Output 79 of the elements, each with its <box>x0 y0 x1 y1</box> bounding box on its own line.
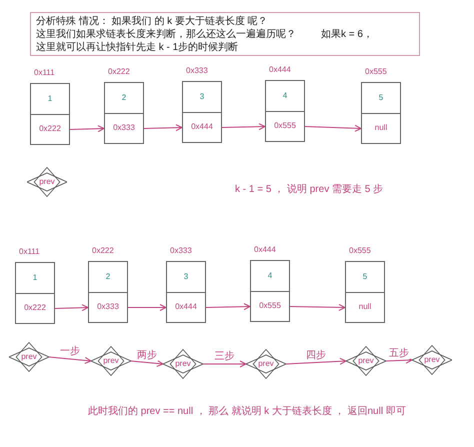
edge-label: 三步 <box>214 351 236 362</box>
note-text: 这里我们如果求链表长度来判断，那么还这么一遍遍历呢？ <box>36 28 296 41</box>
address-label: 0x444 <box>254 244 276 256</box>
pointer-diamond <box>163 349 203 379</box>
list-node-box <box>166 261 206 323</box>
node-value: 5 <box>362 270 368 283</box>
list-node-box <box>182 81 222 143</box>
node-value: 3 <box>184 270 188 283</box>
pointer-diamond <box>9 342 49 372</box>
next-address: 0x222 <box>24 302 46 314</box>
address-label: 0x222 <box>92 245 114 257</box>
pointer-label: prev <box>358 355 374 367</box>
node-value: 3 <box>200 90 204 103</box>
address-label: 0x222 <box>108 66 130 78</box>
next-address: null <box>358 301 372 314</box>
pointer-label: prev <box>424 354 440 366</box>
next-address: null <box>374 122 388 134</box>
list-node-box <box>345 261 385 323</box>
pointer-diamond <box>346 346 386 376</box>
note-text: 此时我们的 prev == null ， 那么 就说明 k 大于链表长度 ， 返回null 即可 <box>88 406 406 417</box>
list-node-box <box>265 80 305 142</box>
pointer-label: prev <box>258 358 274 370</box>
arrow <box>144 124 182 132</box>
address-label: 0x111 <box>34 67 55 79</box>
next-address: 0x333 <box>97 301 119 314</box>
pointer-label: prev <box>21 351 37 363</box>
pointer-diamond <box>91 346 131 376</box>
next-address: 0x555 <box>274 120 296 132</box>
node-value: 2 <box>106 270 110 283</box>
arrow <box>128 304 166 311</box>
node-value: 4 <box>282 90 288 102</box>
next-address: 0x222 <box>39 123 61 136</box>
pointer-diamond <box>246 349 286 379</box>
next-address: 0x555 <box>259 300 281 312</box>
arrow <box>48 356 92 364</box>
note-text: k - 1 = 5 ， 说明 prev 需要走 5 步 <box>235 184 384 195</box>
edge-label: 四步 <box>305 350 327 360</box>
next-address: 0x333 <box>113 122 135 134</box>
address-label: 0x444 <box>269 64 291 76</box>
node-value: 2 <box>122 92 126 104</box>
arrow <box>222 123 266 130</box>
list-node-box <box>15 262 55 324</box>
list-node-box <box>88 261 128 323</box>
next-address: 0x444 <box>191 121 213 134</box>
arrow <box>70 125 104 132</box>
list-node-box <box>104 82 144 144</box>
edge-label: 一步 <box>59 346 81 357</box>
edge-label: 五步 <box>388 348 410 358</box>
address-label: 0x555 <box>349 245 371 257</box>
note-text: 这里就可以再让快指针先走 k - 1步的时候判断 <box>36 41 240 54</box>
pointer-diamond <box>412 345 452 375</box>
node-value: 1 <box>32 272 38 284</box>
address-label: 0x555 <box>365 66 387 78</box>
node-value: 1 <box>48 92 52 105</box>
arrow <box>202 360 246 368</box>
edge-label: 两步 <box>136 350 158 360</box>
note-text: 如果k = 6， <box>321 28 373 41</box>
arrow <box>54 304 88 312</box>
note-box <box>30 12 420 56</box>
next-address: 0x444 <box>175 301 197 314</box>
list-node-box <box>250 260 290 322</box>
arrow <box>130 360 164 367</box>
arrow <box>290 304 346 311</box>
address-label: 0x333 <box>170 245 192 257</box>
address-label: 0x111 <box>19 246 40 258</box>
pointer-diamond <box>27 167 67 197</box>
arrow <box>304 124 362 132</box>
list-node-box <box>361 82 401 144</box>
pointer-label: prev <box>39 176 55 188</box>
arrow <box>206 303 250 310</box>
address-label: 0x333 <box>186 65 208 77</box>
pointer-label: prev <box>175 358 191 370</box>
node-value: 4 <box>268 270 272 282</box>
node-value: 5 <box>378 92 384 104</box>
arrow <box>386 356 412 364</box>
pointer-label: prev <box>103 355 119 367</box>
note-text: 分析特殊 情况： 如果我们 的 k 要大于链表长度 呢？ <box>36 15 269 28</box>
list-node-box <box>30 83 70 145</box>
arrow <box>286 358 346 365</box>
